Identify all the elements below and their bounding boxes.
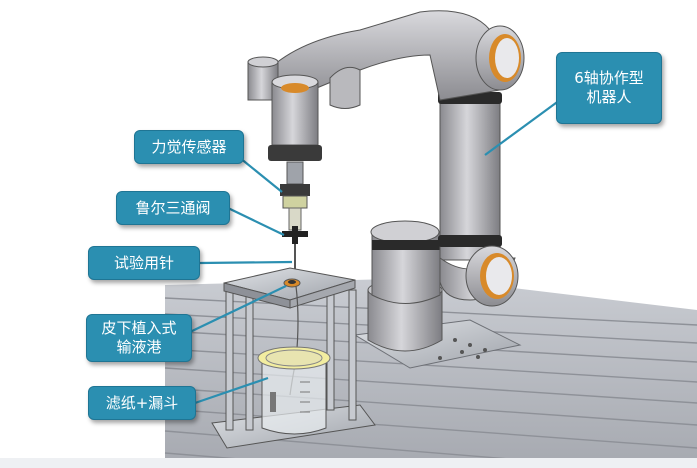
callout-leaders bbox=[189, 99, 561, 405]
label-robot: 6轴协作型 机器人 bbox=[556, 52, 662, 124]
luer-three-way-valve bbox=[282, 226, 308, 244]
leader-valve bbox=[227, 207, 285, 236]
robot-elbow-joint bbox=[465, 245, 519, 307]
robot-shoulder bbox=[370, 220, 441, 304]
leader-force-sensor bbox=[239, 157, 283, 193]
beaker-with-funnel bbox=[257, 346, 331, 435]
base-plate-holes bbox=[438, 338, 487, 360]
label-filter-funnel: 滤纸+漏斗 bbox=[88, 386, 196, 420]
leader-needle bbox=[199, 260, 293, 265]
label-three-way-valve: 鲁尔三通阀 bbox=[116, 191, 230, 225]
leader-port bbox=[189, 285, 287, 333]
label-force-sensor: 力觉传感器 bbox=[134, 130, 244, 164]
robot-upper-arm bbox=[267, 10, 501, 109]
label-port: 皮下植入式 输液港 bbox=[86, 314, 192, 362]
label-test-needle: 试验用针 bbox=[88, 246, 200, 280]
force-sensor-assembly bbox=[280, 161, 310, 231]
robot-wrist bbox=[247, 56, 322, 161]
leader-funnel bbox=[194, 376, 269, 405]
leader-robot bbox=[484, 99, 561, 156]
robot-top-joint bbox=[475, 25, 525, 91]
